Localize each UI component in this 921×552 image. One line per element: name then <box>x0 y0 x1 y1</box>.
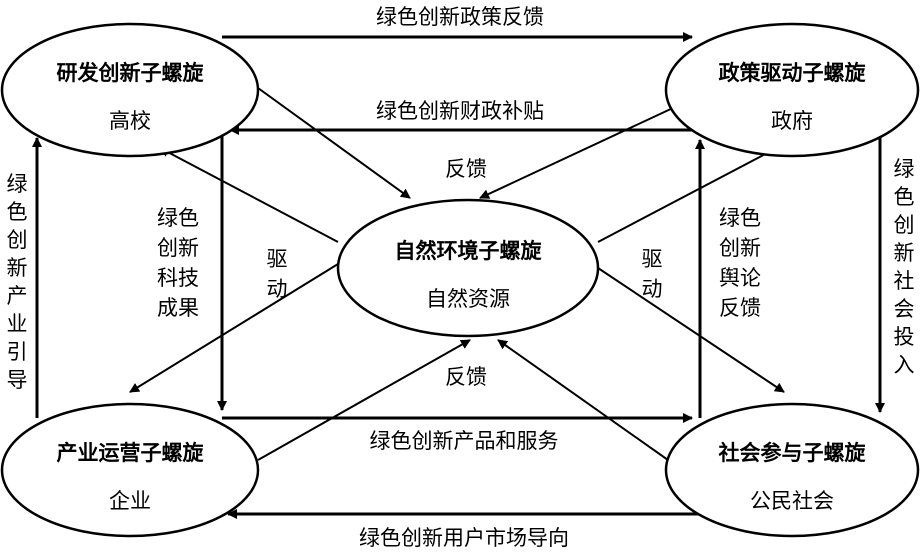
node-policy: 政策驱动子螺旋 政府 <box>664 22 920 158</box>
label-right-inner-0: 绿色 <box>719 206 761 230</box>
node-nature-title: 自然环境子螺旋 <box>395 239 543 263</box>
label-feedback-bottom: 反馈 <box>445 365 487 389</box>
label-feedback-top: 反馈 <box>445 157 487 181</box>
label-right-outer: 绿 色 创 新 社 会 投 入 <box>894 157 915 377</box>
label-right-outer-3: 新 <box>894 241 915 265</box>
label-drive-right-1: 动 <box>642 277 663 301</box>
label-right-outer-1: 色 <box>894 185 915 209</box>
arrow-society-to-nature <box>497 339 669 461</box>
node-research: 研发创新子螺旋 高校 <box>0 22 260 158</box>
node-industry-sub: 企业 <box>109 489 151 513</box>
label-middle-lower: 绿色创新产品和服务 <box>370 429 559 453</box>
node-policy-sub: 政府 <box>771 109 813 133</box>
label-right-outer-4: 社 <box>894 269 915 293</box>
label-left-outer-1: 色 <box>7 200 28 224</box>
node-society-title: 社会参与子螺旋 <box>718 441 867 465</box>
label-right-inner: 绿色 创新 舆论 反馈 <box>719 206 761 320</box>
label-left-outer-6: 引 <box>7 340 28 364</box>
node-policy-title: 政策驱动子螺旋 <box>719 61 867 85</box>
label-right-outer-6: 投 <box>894 325 915 349</box>
label-upper: 绿色创新财政补贴 <box>376 99 544 123</box>
label-right-outer-2: 创 <box>894 213 915 237</box>
arrow-research-to-nature <box>257 87 411 199</box>
label-drive-left: 驱 动 <box>267 247 288 301</box>
label-right-outer-7: 入 <box>894 353 915 377</box>
label-left-inner-0: 绿色 <box>157 206 199 230</box>
label-left-outer-7: 导 <box>7 368 28 392</box>
label-left-inner-3: 成果 <box>157 296 199 320</box>
label-right-inner-3: 反馈 <box>719 296 761 320</box>
node-research-title: 研发创新子螺旋 <box>57 61 205 85</box>
label-top: 绿色创新政策反馈 <box>376 5 544 29</box>
label-drive-right-0: 驱 <box>642 247 663 271</box>
label-right-outer-0: 绿 <box>894 157 915 181</box>
label-drive-right: 驱 动 <box>642 247 663 301</box>
label-drive-left-0: 驱 <box>267 247 288 271</box>
label-left-inner-1: 创新 <box>157 236 199 260</box>
node-research-sub: 高校 <box>109 109 151 133</box>
arrow-nature-to-industry <box>129 263 339 393</box>
label-right-outer-5: 会 <box>894 297 915 321</box>
node-society-sub: 公民社会 <box>750 489 834 513</box>
label-left-outer-2: 创 <box>7 228 28 252</box>
node-society: 社会参与子螺旋 公民社会 <box>664 402 920 538</box>
node-nature-sub: 自然资源 <box>426 287 510 311</box>
arrow-nature-to-policy <box>597 139 793 243</box>
label-left-outer-0: 绿 <box>7 172 28 196</box>
arrow-industry-to-nature <box>257 339 471 461</box>
label-right-inner-1: 创新 <box>719 236 761 260</box>
label-left-inner: 绿色 创新 科技 成果 <box>157 206 199 320</box>
node-nature: 自然环境子螺旋 自然资源 <box>336 198 600 338</box>
label-left-inner-2: 科技 <box>157 266 199 290</box>
label-right-inner-2: 舆论 <box>719 266 761 290</box>
arrow-nature-to-research <box>159 147 339 243</box>
label-left-outer-3: 新 <box>7 256 28 280</box>
arrow-policy-to-nature <box>479 99 691 199</box>
label-bottom: 绿色创新用户市场导向 <box>359 526 569 550</box>
label-left-outer-5: 业 <box>7 312 28 336</box>
label-left-outer: 绿 色 创 新 产 业 引 导 <box>7 172 28 392</box>
label-drive-left-1: 动 <box>267 277 288 301</box>
label-left-outer-4: 产 <box>7 284 28 308</box>
arrow-nature-to-society <box>597 267 785 393</box>
node-industry-title: 产业运营子螺旋 <box>57 441 205 465</box>
node-industry: 产业运营子螺旋 企业 <box>0 402 260 538</box>
